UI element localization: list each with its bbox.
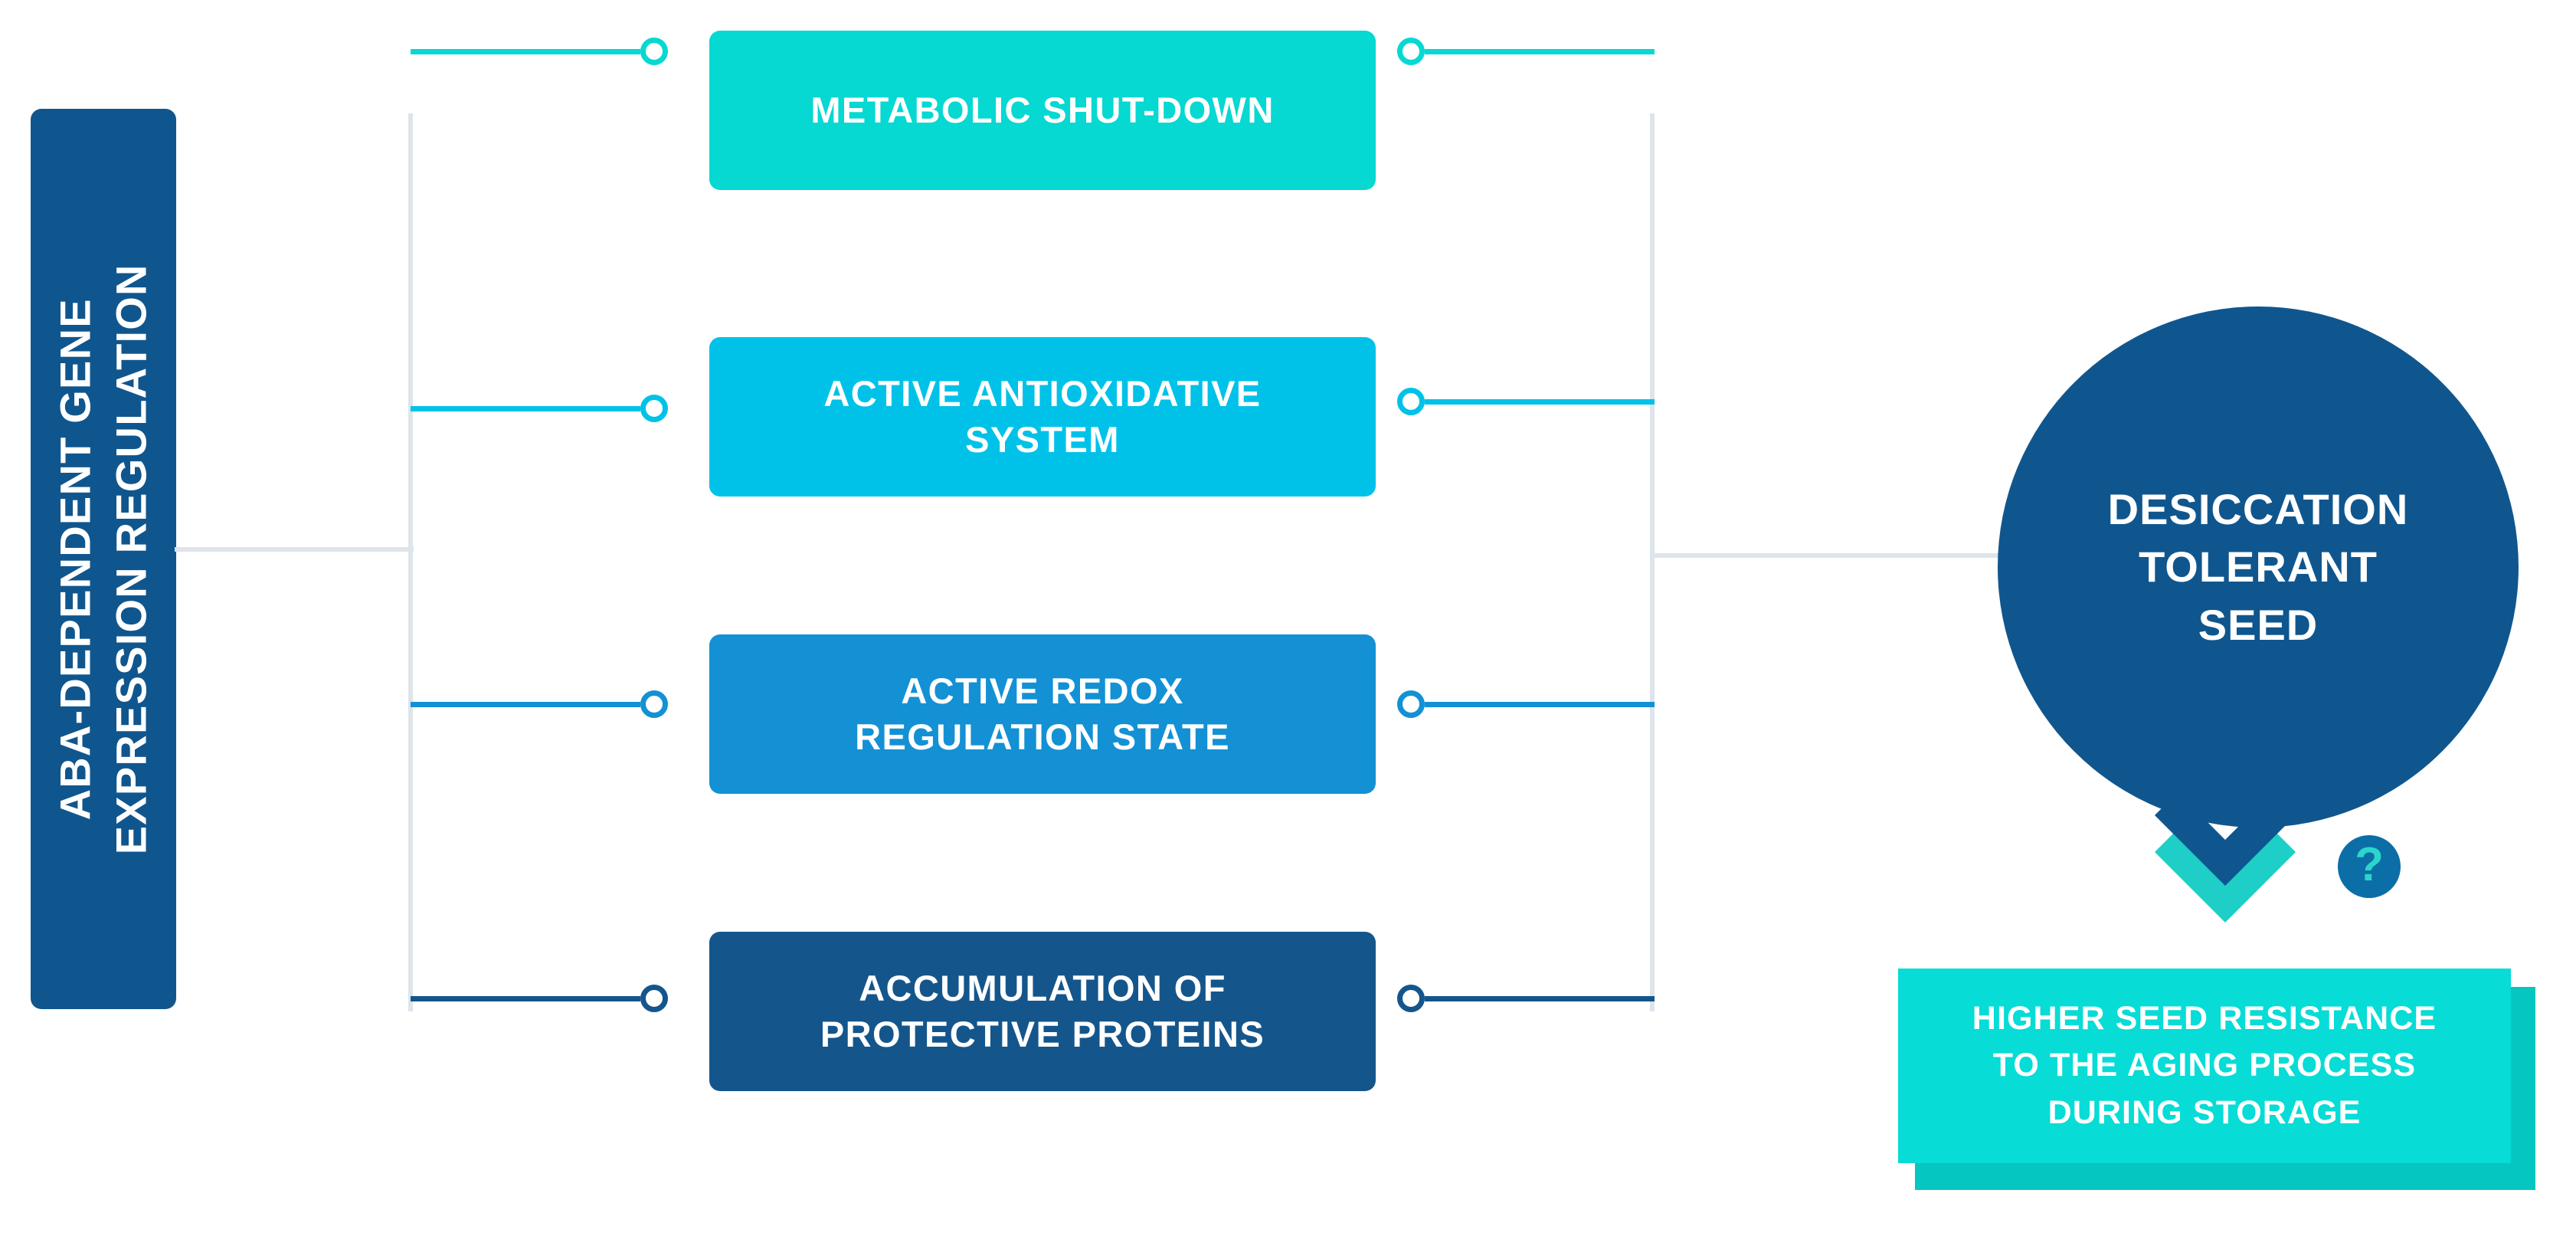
- aba-regulation-label-line1: ABA-DEPENDENT GENE: [51, 297, 100, 821]
- seed-circle-label-line2: TOLERANT: [2139, 542, 2378, 592]
- connector-dot-left-4: [640, 985, 668, 1012]
- outcome-box-wrapper: HIGHER SEED RESISTANCE TO THE AGING PROC…: [1898, 969, 2535, 1190]
- branch-line-right-1: [1425, 49, 1655, 54]
- aba-regulation-bar: ABA-DEPENDENT GENE EXPRESSION REGULATION: [31, 109, 176, 1009]
- connector-dot-left-3: [640, 690, 668, 718]
- connector-spine-left: [408, 113, 413, 1011]
- process-box-redox-regulation-label-line1: ACTIVE REDOX: [901, 670, 1184, 711]
- process-box-redox-regulation[interactable]: ACTIVE REDOX REGULATION STATE: [709, 634, 1376, 794]
- connector-spine-right: [1650, 113, 1655, 1011]
- connector-dot-right-1: [1397, 38, 1425, 65]
- branch-line-right-4: [1425, 996, 1655, 1001]
- connector-output-line: [1650, 553, 2010, 558]
- process-box-metabolic-shutdown[interactable]: METABOLIC SHUT-DOWN: [709, 31, 1376, 190]
- process-box-metabolic-shutdown-label: METABOLIC SHUT-DOWN: [810, 89, 1275, 130]
- question-mark-badge[interactable]: ?: [2338, 835, 2401, 898]
- process-box-antioxidative-system-label-line2: SYSTEM: [965, 419, 1120, 460]
- process-box-protective-proteins-label-line1: ACCUMULATION OF: [859, 967, 1226, 1008]
- seed-circle-label-line1: DESICCATION: [2107, 485, 2409, 534]
- branch-line-left-3: [411, 702, 640, 707]
- connector-dot-left-1: [640, 38, 668, 65]
- outcome-box-label-line2: TO THE AGING PROCESS: [1992, 1047, 2417, 1084]
- aba-regulation-label-line2: EXPRESSION REGULATION: [106, 264, 155, 854]
- connector-dot-left-2: [640, 395, 668, 422]
- connector-dot-right-3: [1397, 690, 1425, 718]
- process-box-protective-proteins[interactable]: ACCUMULATION OF PROTECTIVE PROTEINS: [709, 932, 1376, 1091]
- outcome-box-label-line3: DURING STORAGE: [2047, 1093, 2362, 1131]
- branch-line-left-1: [411, 49, 640, 54]
- outcome-box-label-line1: HIGHER SEED RESISTANCE: [1972, 1000, 2437, 1037]
- aba-regulation-label: ABA-DEPENDENT GENE EXPRESSION REGULATION: [47, 264, 159, 854]
- desiccation-tolerant-seed-circle[interactable]: DESICCATION TOLERANT SEED: [1998, 306, 2519, 828]
- connector-dot-right-4: [1397, 985, 1425, 1012]
- double-chevron-down-icon: [2149, 792, 2302, 935]
- process-box-antioxidative-system[interactable]: ACTIVE ANTIOXIDATIVE SYSTEM: [709, 337, 1376, 497]
- connector-input-line: [175, 547, 414, 552]
- branch-line-right-2: [1425, 399, 1655, 405]
- process-box-antioxidative-system-label-line1: ACTIVE ANTIOXIDATIVE: [823, 372, 1262, 414]
- branch-line-left-2: [411, 406, 640, 411]
- question-mark-icon: ?: [2355, 838, 2384, 891]
- connector-dot-right-2: [1397, 388, 1425, 415]
- higher-seed-resistance-box[interactable]: HIGHER SEED RESISTANCE TO THE AGING PROC…: [1898, 969, 2511, 1163]
- branch-line-left-4: [411, 996, 640, 1001]
- process-box-protective-proteins-label-line2: PROTECTIVE PROTEINS: [820, 1014, 1265, 1054]
- process-box-redox-regulation-label-line2: REGULATION STATE: [855, 716, 1230, 757]
- branch-line-right-3: [1425, 702, 1655, 707]
- seed-circle-label-line3: SEED: [2198, 600, 2319, 649]
